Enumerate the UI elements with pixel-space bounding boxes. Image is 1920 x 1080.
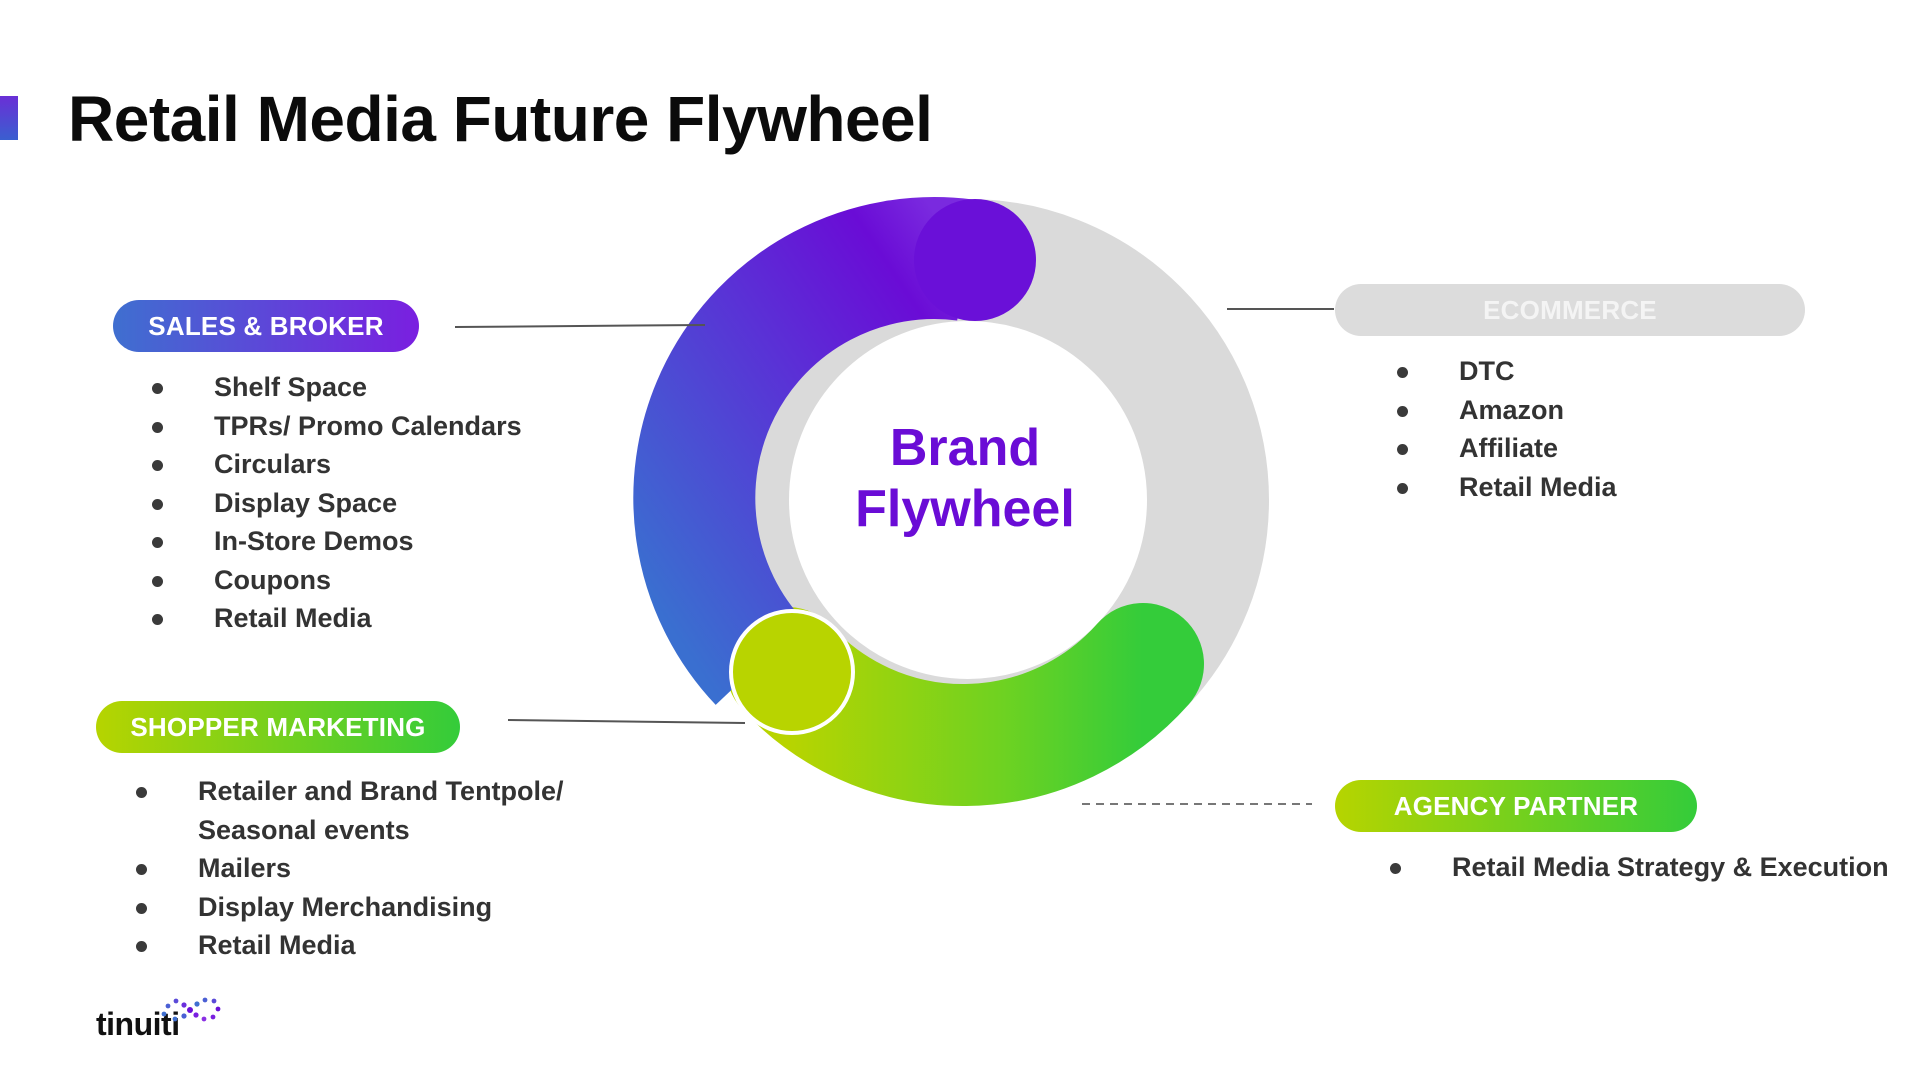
list-item: Affiliate [1393, 429, 1617, 468]
bullet-icon [152, 537, 163, 548]
bullet-icon [1397, 444, 1408, 455]
list-item: Retail Media Strategy & Execution [1386, 848, 1889, 887]
list-item: Coupons [148, 561, 522, 600]
list-item: Shelf Space [148, 368, 522, 407]
list-item: Mailers [132, 849, 564, 888]
bullet-icon [152, 575, 163, 587]
bullet-icon [136, 787, 147, 798]
list-item: Retail Media [132, 926, 564, 965]
connector-shopper [507, 719, 746, 724]
bullet-icon [152, 498, 163, 510]
sales-broker-list: Shelf Space TPRs/ Promo Calendars Circul… [148, 368, 522, 638]
bullet-icon [1397, 367, 1408, 378]
list-item: DTC [1393, 352, 1617, 391]
list-item: Retail Media [1393, 468, 1617, 507]
bullet-icon [136, 941, 147, 952]
bullet-icon [1390, 863, 1401, 874]
infinity-dots-icon [161, 997, 221, 1022]
list-item: Display Space [148, 484, 522, 523]
list-item: Circulars [148, 445, 522, 484]
bullet-icon [1397, 482, 1408, 494]
title-accent-bar [0, 96, 18, 140]
sales-broker-pill: SALES & BROKER [113, 300, 419, 352]
ecommerce-list: DTC Amazon Affiliate Retail Media [1393, 352, 1617, 506]
bullet-icon [136, 902, 147, 914]
list-item: Display Merchandising [132, 888, 564, 927]
ring-center [790, 322, 1146, 678]
list-item: Amazon [1393, 391, 1617, 430]
agency-partner-pill: AGENCY PARTNER [1335, 780, 1697, 832]
shopper-marketing-pill: SHOPPER MARKETING [96, 701, 460, 753]
ring-segment-sales [633, 197, 973, 705]
center-line-1: Brand [889, 419, 1041, 477]
connector-sales [454, 324, 706, 328]
bullet-icon [152, 614, 163, 625]
bullet-icon [136, 864, 147, 875]
bullet-icon [152, 421, 163, 433]
logo-text: tinuiti [96, 1006, 180, 1042]
agency-partner-list: Retail Media Strategy & Execution [1386, 848, 1889, 887]
list-item: Retail Media [148, 599, 522, 638]
center-line-2: Flywheel [855, 480, 1075, 538]
list-item: Retailer and Brand Tentpole/Seasonal eve… [132, 772, 564, 849]
ring-green-cap [729, 609, 855, 735]
list-item: In-Store Demos [148, 522, 522, 561]
ecommerce-pill: ECOMMERCE [1335, 284, 1805, 336]
shopper-marketing-list: Retailer and Brand Tentpole/Seasonal eve… [132, 772, 564, 965]
bullet-icon [152, 383, 163, 394]
page-title: Retail Media Future Flywheel [68, 83, 933, 155]
ring-purple-cap [914, 199, 1036, 321]
bullet-icon [152, 460, 163, 471]
flywheel-center-label: Brand Flywheel [815, 418, 1115, 540]
bullet-icon [1397, 405, 1408, 417]
list-item: TPRs/ Promo Calendars [148, 407, 522, 446]
